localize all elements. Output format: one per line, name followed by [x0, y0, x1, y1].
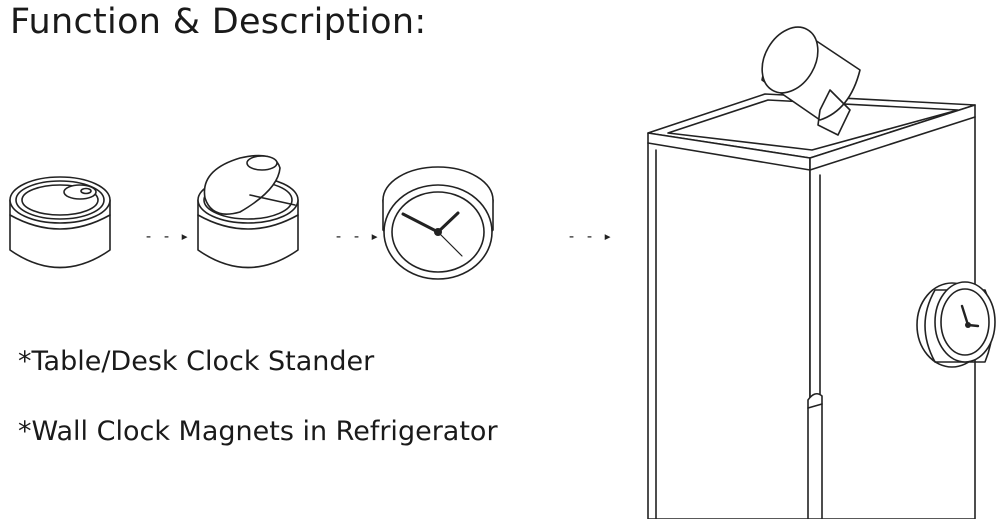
arrow-2: - - ▸	[334, 227, 380, 245]
arrow-1: - - ▸	[144, 227, 190, 245]
tin-can-opening-icon	[197, 154, 299, 269]
bullet-wall-clock: *Wall Clock Magnets in Refrigerator	[18, 416, 498, 447]
page-title: Function & Description:	[10, 2, 427, 42]
bullet-table-clock: *Table/Desk Clock Stander	[18, 346, 375, 377]
clock-icon	[382, 166, 494, 280]
arrow-3: - - ▸	[567, 227, 613, 245]
refrigerator-icon	[647, 26, 996, 519]
tin-can-closed-icon	[9, 176, 111, 269]
